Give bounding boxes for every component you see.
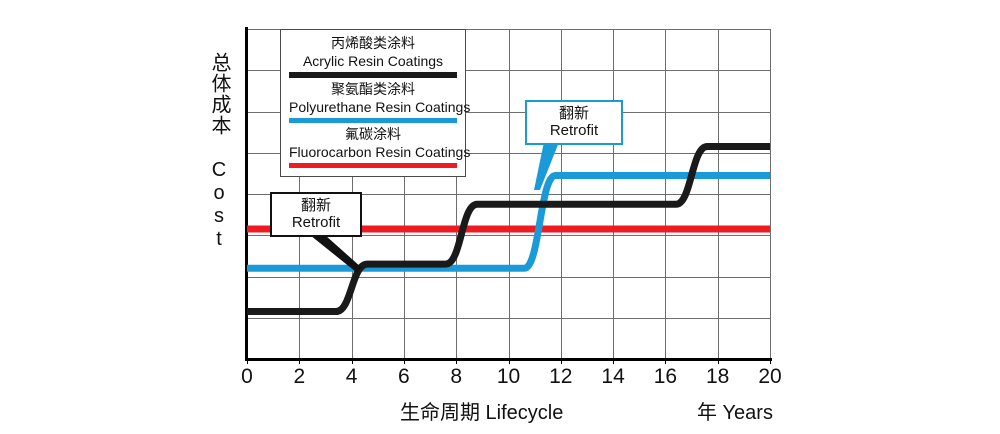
legend-label-en: Fluorocarbon Resin Coatings <box>289 144 471 160</box>
gridline-vertical <box>560 29 562 359</box>
y-axis-title: 总体成本 Cost <box>208 52 230 251</box>
legend-swatch-blue <box>289 118 457 123</box>
gridline-vertical <box>508 29 510 359</box>
legend-label-en: Polyurethane Resin Coatings <box>289 99 471 115</box>
x-axis-tick <box>351 358 353 364</box>
callout-label-en: Retrofit <box>549 122 599 139</box>
x-axis-tick <box>665 358 667 364</box>
y-axis-line <box>245 27 248 361</box>
legend-label-en: Acrylic Resin Coatings <box>302 53 444 69</box>
gridline-vertical <box>613 29 615 359</box>
callout-label-cn: 翻新 <box>300 196 331 214</box>
x-axis-tick-label: 14 <box>601 365 625 388</box>
x-axis-tick <box>456 358 458 364</box>
legend-swatch-red <box>289 163 457 168</box>
legend-label-cn: 聚氨酯类涂料 <box>331 82 415 98</box>
legend-label-cn: 丙烯酸类涂料 <box>331 36 415 52</box>
callout-label-cn: 翻新 <box>558 104 589 122</box>
x-axis-tick <box>508 358 510 364</box>
legend-entry-polyurethane: 聚氨酯类涂料 Polyurethane Resin Coatings <box>289 82 471 123</box>
legend-label-cn: 氟碳涂料 <box>345 127 401 143</box>
callout-retrofit-polyurethane: 翻新 Retrofit <box>525 100 623 145</box>
gridline-vertical <box>665 29 667 359</box>
x-axis-tick-label: 18 <box>706 365 730 388</box>
x-axis-tick-label: 8 <box>450 365 463 388</box>
x-axis-tick <box>247 358 248 364</box>
legend: 丙烯酸类涂料 Acrylic Resin Coatings 聚氨酯类涂料 Pol… <box>280 29 471 177</box>
x-axis-unit-label: 年 Years <box>697 402 773 424</box>
series-acrylic-line <box>247 143 770 316</box>
legend-entry-acrylic: 丙烯酸类涂料 Acrylic Resin Coatings <box>289 36 457 78</box>
x-axis-tick <box>299 358 301 364</box>
x-axis-tick <box>560 358 562 364</box>
x-axis-tick-label: 0 <box>241 365 253 388</box>
x-axis-tick-label: 6 <box>398 365 410 388</box>
gridline-vertical <box>456 29 458 359</box>
x-axis-tick-label: 16 <box>653 365 678 388</box>
callout-retrofit-acrylic: 翻新 Retrofit <box>270 192 362 237</box>
x-axis-tick-label: 10 <box>496 365 521 388</box>
x-axis-tick <box>613 358 615 364</box>
x-axis-tick <box>403 358 405 364</box>
x-axis-tick-label: 20 <box>758 365 782 388</box>
x-axis-tick-label: 12 <box>549 365 573 388</box>
legend-swatch-black <box>289 72 457 78</box>
gridline-vertical <box>717 29 719 359</box>
x-axis-tick-label: 4 <box>345 365 358 388</box>
x-axis-tick <box>717 358 719 364</box>
x-axis-caption: 生命周期 Lifecycle <box>400 402 564 424</box>
gridline-vertical <box>403 29 405 359</box>
callout-label-en: Retrofit <box>291 214 341 231</box>
gridline-vertical <box>770 29 771 359</box>
x-axis-tick-label: 2 <box>293 365 306 388</box>
x-axis-tick <box>770 358 771 364</box>
legend-entry-fluorocarbon: 氟碳涂料 Fluorocarbon Resin Coatings <box>289 127 471 168</box>
